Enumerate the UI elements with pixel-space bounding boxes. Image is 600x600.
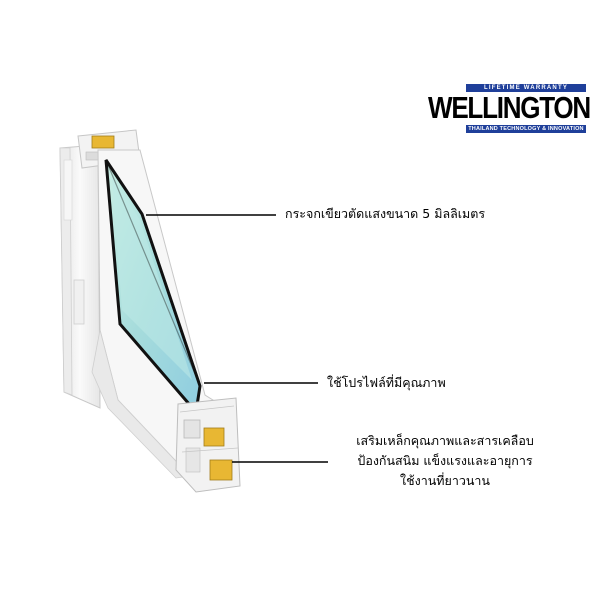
bottom-profile-section [176, 398, 240, 492]
callout-steel-line-2: ป้องกันสนิม แข็งแรงและอายุการ [340, 451, 550, 471]
callout-glass: กระจกเขียวตัดแสงขนาด 5 มิลลิเมตร [285, 204, 485, 224]
callout-profile: ใช้โปรไฟล์ที่มีคุณภาพ [327, 373, 446, 393]
steel-reinforcement-upper [204, 428, 224, 446]
callout-steel-line-1: เสริมเหล็กคุณภาพและสารเคลือบ [340, 431, 550, 451]
callout-steel-line-3: ใช้งานที่ยาวนาน [340, 471, 550, 491]
callout-steel: เสริมเหล็กคุณภาพและสารเคลือบ ป้องกันสนิม… [340, 431, 550, 491]
steel-reinforcement-lower [210, 460, 232, 480]
